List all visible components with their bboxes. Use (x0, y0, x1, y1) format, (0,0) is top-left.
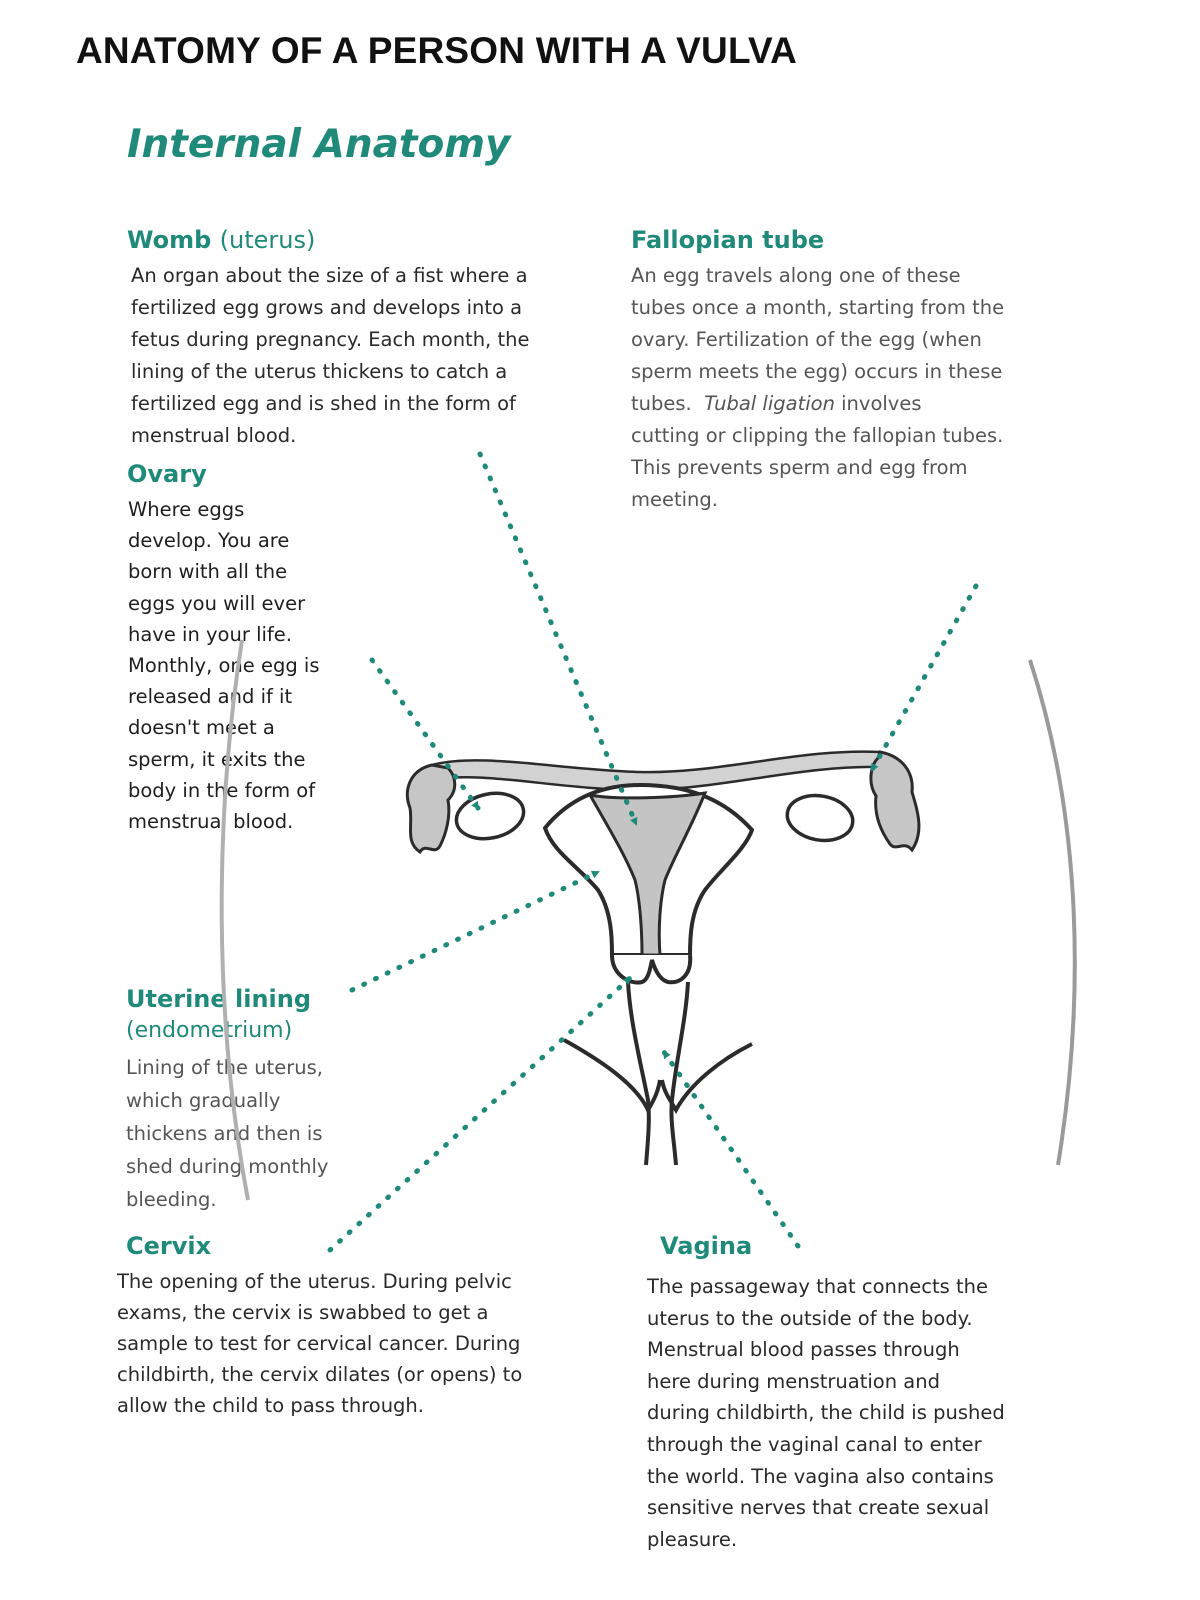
vagina-line: Menstrual blood passes through (647, 1338, 960, 1362)
cervix-line: childbirth, the cervix dilates (or opens… (117, 1363, 523, 1386)
vagina-label: Vagina (660, 1232, 753, 1260)
labia-left (563, 1038, 662, 1115)
ovary-line: Monthly, one egg is (128, 654, 320, 678)
vagina-line: during childbirth, the child is pushed (647, 1401, 1005, 1425)
womb-label: Womb (127, 226, 212, 254)
vagina-line: through the vaginal canal to enter (647, 1432, 982, 1456)
fallopian-tube-pointer (869, 583, 979, 773)
right-fimbriae (869, 750, 921, 853)
right-ovary (785, 793, 855, 843)
vagina-description: The passageway that connects the uterus … (647, 1271, 1005, 1555)
fallopian-line: involves (834, 392, 922, 415)
ovary-line: born with all the (128, 560, 288, 584)
fallopian-line: An egg travels along one of these (631, 264, 961, 287)
uterine-lining-sublabel: (endometrium) (126, 1018, 293, 1043)
fallopian-line: tubes. (631, 392, 692, 415)
uterus-wall (542, 782, 755, 957)
cervix-line: sample to test for cervical cancer. Duri… (117, 1332, 521, 1355)
body-outline-right (1028, 659, 1077, 1166)
ovary-line: doesn't meet a (128, 716, 275, 740)
womb-line: fertilized egg and is shed in the form o… (131, 392, 516, 415)
ovary-line: sperm, it exits the (128, 747, 306, 771)
fallopian-line: tubes once a month, starting from the (631, 296, 1005, 319)
womb-line: lining of the uterus thickens to catch a (131, 360, 508, 383)
womb-line: fertilized egg grows and develops into a (131, 296, 523, 319)
vagina-line: The passageway that connects the (647, 1275, 988, 1298)
left-fimbriae (405, 763, 457, 855)
womb-heading: Womb (uterus) (127, 226, 315, 254)
fallopian-line: cutting or clipping the fallopian tubes. (631, 424, 1004, 447)
ovary-line: develop. You are (128, 529, 290, 553)
womb-line: fetus during pregnancy. Each month, the (131, 328, 530, 351)
left-ovary (454, 791, 526, 841)
ovary-line: body in the form of (128, 778, 316, 802)
uterine-lining-line: thickens and then is (126, 1122, 323, 1145)
tubal-ligation-term: Tubal ligation (704, 392, 835, 415)
vagina-line: sensitive nerves that create sexual (647, 1496, 990, 1520)
fallopian-line: ovary. Fertilization of the egg (when (631, 328, 982, 351)
page-title: ANATOMY OF A PERSON WITH A VULVA (76, 30, 798, 71)
womb-line: An organ about the size of a fist where … (131, 264, 528, 287)
ovary-line: Where eggs (128, 498, 245, 521)
cervix-pointer (327, 975, 633, 1253)
cervix-label: Cervix (126, 1232, 212, 1260)
vagina-line: pleasure. (647, 1527, 738, 1551)
uterine-lining-line: shed during monthly (126, 1155, 329, 1178)
cervix-line: exams, the cervix is swabbed to get a (117, 1301, 489, 1324)
vaginal-canal-left (626, 981, 651, 1166)
fallopian-tube-label: Fallopian tube (631, 226, 825, 254)
fallopian-line: This prevents sperm and egg from (631, 456, 968, 479)
uterine-lining-line: Lining of the uterus, (126, 1056, 323, 1079)
vagina-line: the world. The vagina also contains (647, 1464, 994, 1488)
ovary-description: Where eggs develop. You are born with al… (128, 494, 320, 837)
ovary-line: have in your life. (128, 622, 292, 646)
womb-label-paren: (uterus) (219, 226, 316, 254)
cervix-description: The opening of the uterus. During pelvic… (117, 1266, 522, 1421)
fallopian-line: meeting. (631, 488, 718, 511)
labia-right (660, 1042, 753, 1115)
womb-pointer (477, 451, 639, 827)
fallopian-tubes (430, 750, 884, 792)
uterine-cavity (587, 791, 708, 957)
vagina-line: uterus to the outside of the body. (647, 1306, 973, 1330)
fallopian-line-with-italic: tubes. Tubal ligation involves (631, 388, 1004, 420)
uterine-lining-pointer (349, 869, 601, 993)
cervix-shape (610, 954, 693, 985)
womb-description: An organ about the size of a fist where … (131, 260, 529, 452)
fallopian-tube-description: An egg travels along one of these tubes … (631, 260, 1004, 516)
ovary-line: menstrual blood. (128, 810, 294, 834)
uterine-lining-line: bleeding. (126, 1188, 217, 1211)
ovary-label: Ovary (127, 460, 207, 488)
uterine-lining-label: Uterine lining (126, 985, 312, 1013)
ovary-pointer (369, 657, 481, 811)
ovary-line: released and if it (128, 685, 293, 709)
uterine-lining-description: Lining of the uterus, which gradually th… (126, 1051, 328, 1216)
uterine-lining-line: which gradually (126, 1089, 281, 1112)
fallopian-line: sperm meets the egg) occurs in these (631, 360, 1003, 383)
section-title: Internal Anatomy (127, 122, 511, 167)
vagina-line: here during menstruation and (647, 1369, 940, 1393)
womb-line: menstrual blood. (131, 424, 297, 447)
cervix-line: allow the child to pass through. (117, 1394, 424, 1417)
ovary-line: eggs you will ever (128, 591, 306, 615)
vagina-pointer (661, 1049, 801, 1249)
vaginal-canal-right (669, 981, 690, 1166)
cervix-line: The opening of the uterus. During pelvic (117, 1270, 512, 1293)
